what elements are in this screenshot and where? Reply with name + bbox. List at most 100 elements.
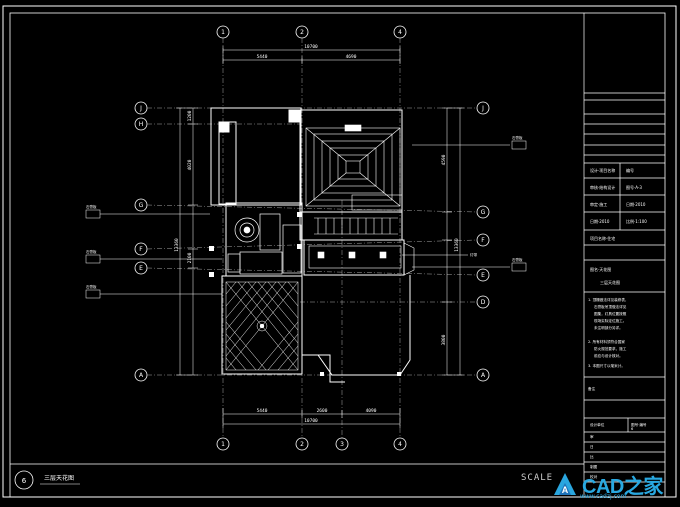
top-dimensions — [222, 46, 401, 64]
dim-bottom-right: 4090 — [366, 408, 377, 414]
parquet-ceiling — [225, 281, 299, 371]
left-grid-G: G — [139, 202, 144, 209]
svg-text:编号: 编号 — [626, 167, 634, 173]
left-grid-E: E — [139, 265, 143, 272]
svg-text:比: 比 — [590, 454, 594, 459]
svg-text:日期·2010: 日期·2010 — [590, 218, 610, 224]
mid-band-fixtures — [308, 217, 415, 276]
dim-left-seg-1: 1200 — [187, 110, 193, 121]
tag-left-2: 石膏板 — [86, 249, 97, 254]
top-grid-4: 4 — [398, 29, 402, 36]
sheet-title: 三层天花图 — [44, 474, 74, 482]
left-grid-H: H — [139, 121, 144, 128]
bottom-grid-2: 2 — [300, 441, 304, 448]
dim-right-total: 13360 — [454, 238, 460, 252]
tag-right-3: 灯带 — [470, 252, 478, 257]
svg-text:A: A — [562, 485, 569, 495]
svg-text:石膏板吊顶做法详见: 石膏板吊顶做法详见 — [594, 304, 627, 309]
svg-text:制图: 制图 — [590, 464, 598, 469]
right-grid-A: A — [481, 372, 486, 379]
sheet-title-tag: 6 三层天花图 — [10, 463, 584, 490]
left-dimensions — [176, 107, 198, 376]
coffered-ceiling — [305, 124, 403, 211]
svg-text:图集，灯具位置按照: 图集，灯具位置按照 — [594, 311, 627, 316]
dim-bottom-mid: 2600 — [317, 408, 328, 414]
svg-text:2. 所有材料须符合国家: 2. 所有材料须符合国家 — [588, 339, 625, 344]
left-grid-A: A — [139, 372, 144, 379]
svg-text:设计单位: 设计单位 — [590, 422, 605, 427]
right-grid-E: E — [481, 272, 485, 279]
inner-frame — [9, 12, 666, 498]
svg-text:未注明部分另详。: 未注明部分另详。 — [594, 325, 623, 330]
scale-label: SCALE — [521, 473, 554, 483]
dim-bottom-left: 5440 — [257, 408, 268, 414]
svg-text:防火规范要求，施工: 防火规范要求，施工 — [594, 346, 627, 351]
top-grid-2: 2 — [300, 29, 304, 36]
project-name: 三层天花图 — [600, 279, 620, 285]
svg-text:前应与设计核对。: 前应与设计核对。 — [594, 353, 623, 358]
watermark-url: www.cadzj.com — [580, 493, 627, 500]
cad-logo-icon: A — [554, 473, 576, 495]
svg-text:项目名称·住宅: 项目名称·住宅 — [590, 235, 615, 241]
right-grid-D: D — [481, 299, 486, 306]
dim-top-right: 4690 — [346, 54, 357, 60]
right-dimensions — [442, 107, 464, 376]
axis-lines — [146, 38, 478, 438]
left-grid-J: J — [139, 105, 142, 112]
svg-text:图号·A-3: 图号·A-3 — [626, 184, 642, 190]
dim-top-left: 5440 — [257, 54, 268, 60]
bottom-grid-1: 1 — [221, 441, 225, 448]
dim-right-seg-1: 4590 — [441, 154, 447, 165]
svg-text:设计·项目名称: 设计·项目名称 — [590, 167, 615, 173]
right-grid-G: G — [481, 209, 486, 216]
right-grid-J: J — [481, 105, 484, 112]
bottom-grid-3: 3 — [340, 441, 344, 448]
left-grid-bubbles — [134, 101, 148, 382]
dim-bottom-overall: 10700 — [304, 418, 318, 424]
bottom-grid-bubbles — [216, 437, 407, 451]
dim-top-overall: 10700 — [304, 44, 318, 50]
svg-text:比例·1:100: 比例·1:100 — [626, 218, 647, 224]
right-grid-bubbles — [476, 101, 490, 382]
sheet-number: 6 — [22, 477, 27, 485]
round-ceiling-feature — [227, 213, 302, 275]
svg-text:日期·2010: 日期·2010 — [626, 201, 646, 207]
dim-left-total: 13360 — [174, 238, 180, 252]
watermark: A CAD之家 www.cadzj.com — [552, 469, 672, 500]
svg-text:审核·结构设计: 审核·结构设计 — [590, 184, 615, 190]
dim-left-seg-2: 4020 — [187, 159, 193, 170]
svg-text:1. 顶棚做法详见装修表，: 1. 顶棚做法详见装修表， — [588, 297, 629, 302]
bottom-dimensions — [222, 408, 401, 428]
sheet-number-circle — [14, 470, 34, 490]
dim-left-seg-3: 2100 — [187, 252, 193, 263]
svg-text:图号·编号: 图号·编号 — [631, 422, 647, 427]
column-markers — [209, 212, 401, 376]
sheet-border — [2, 5, 677, 498]
top-grid-1: 1 — [221, 29, 225, 36]
svg-text:现场实际定位施工。: 现场实际定位施工。 — [594, 318, 626, 323]
svg-text:校对: 校对 — [590, 474, 598, 479]
title-block-text: 设计·项目名称 编号 审核·结构设计 图号·A-3 审定·施工 日期·2010 … — [590, 167, 647, 285]
tag-left-1: 石膏板 — [86, 204, 97, 209]
bottom-grid-4: 4 — [398, 441, 402, 448]
svg-text:审: 审 — [590, 434, 594, 439]
svg-text:备注: 备注 — [588, 386, 596, 391]
svg-text:6: 6 — [631, 427, 634, 431]
svg-text:图名·天花图: 图名·天花图 — [590, 266, 611, 272]
notes-block: 1. 顶棚做法详见装修表， 石膏板吊顶做法详见 图集，灯具位置按照 现场实际定位… — [588, 297, 647, 479]
watermark-brand: CAD之家 — [582, 475, 663, 498]
dim-right-seg-2: 3800 — [441, 334, 447, 345]
right-grid-F: F — [481, 237, 485, 244]
tag-right-1: 石膏板 — [512, 135, 523, 140]
svg-text:日: 日 — [590, 445, 594, 449]
building-walls — [210, 107, 411, 383]
left-grid-F: F — [139, 246, 143, 253]
leader-tags — [85, 140, 527, 299]
svg-text:3. 本图尺寸以毫米计。: 3. 本图尺寸以毫米计。 — [588, 363, 625, 368]
tag-right-2: 石膏板 — [512, 257, 523, 262]
title-block — [583, 13, 665, 497]
tag-left-3: 石膏板 — [86, 284, 97, 289]
svg-text:审定·施工: 审定·施工 — [590, 201, 607, 207]
top-grid-bubbles — [216, 25, 407, 39]
